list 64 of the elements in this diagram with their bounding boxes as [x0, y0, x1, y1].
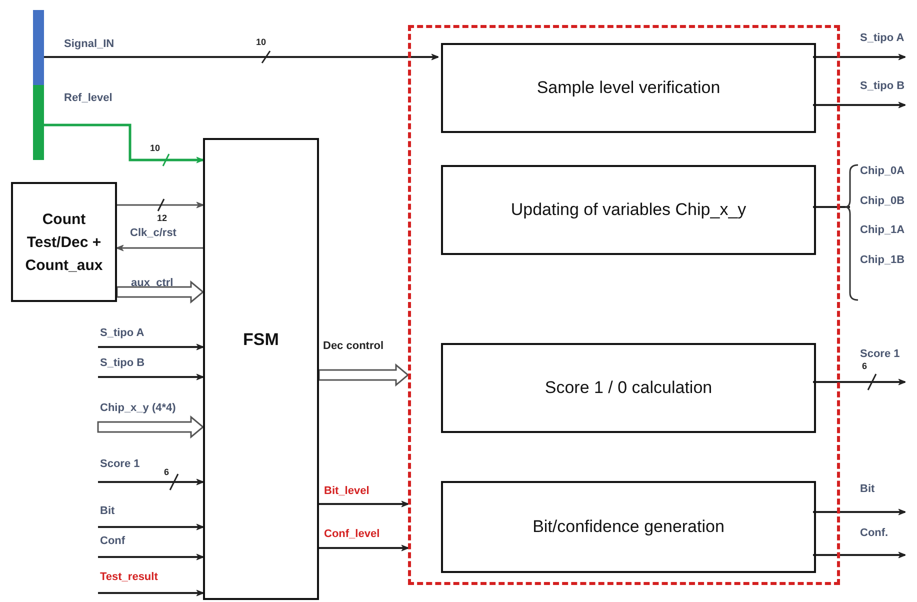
- signal-name: Chip_0B: [860, 195, 905, 208]
- arrow: [98, 478, 204, 486]
- process-block: [441, 481, 816, 573]
- arrow: [319, 500, 410, 508]
- block-label: FSM: [243, 330, 279, 350]
- bus-width-label: 6: [164, 466, 170, 479]
- arrow: [116, 244, 203, 252]
- arrow: [813, 378, 906, 386]
- arrow: [318, 363, 410, 387]
- reference-bar: [33, 85, 44, 160]
- bus-width-label: 10: [256, 36, 266, 49]
- edge-label: Clk_c/rst: [130, 227, 176, 240]
- bus-width-label: 6: [862, 360, 868, 373]
- edge-label: Bit: [860, 483, 875, 496]
- arrow: [98, 554, 204, 560]
- dashed-group-frame: [408, 25, 840, 585]
- signal-name: Chip_0A: [860, 165, 905, 178]
- arrow: [117, 202, 204, 208]
- edge-label: Signal_IN: [64, 38, 114, 51]
- signal-name: Chip_1B: [860, 254, 905, 267]
- arrow: [319, 544, 410, 552]
- arrow: [116, 280, 204, 304]
- arrow: [98, 524, 204, 530]
- edge-label: Ref_level: [64, 92, 112, 105]
- bus-width-label: 10: [150, 142, 160, 155]
- block-label: Score 1 / 0 calculation: [544, 378, 712, 398]
- arrow: [44, 124, 204, 164]
- block-label: Updating of variables Chip_x_y: [510, 200, 746, 220]
- arrow: [813, 54, 906, 60]
- fsm-block: [203, 138, 319, 600]
- block-label: Count Test/Dec + Count_aux: [24, 210, 104, 276]
- edge-label: Score 1: [100, 458, 140, 471]
- arrow: [98, 374, 204, 380]
- process-block: [441, 343, 816, 433]
- arrow: [98, 344, 204, 350]
- edge-label: Conf_level: [324, 528, 380, 541]
- arrow: [44, 54, 440, 60]
- edge-label: Bit_level: [324, 485, 370, 498]
- edge-label: S_tipo B: [860, 80, 905, 93]
- edge-label: Bit: [100, 505, 115, 518]
- signal-name: Chip_1A: [860, 224, 905, 237]
- edge-label: S_tipo A: [860, 32, 904, 45]
- edge-label: Dec control: [323, 340, 384, 353]
- counter-block: [11, 182, 117, 302]
- arrow: [813, 102, 906, 108]
- bus-width-label: 12: [157, 212, 168, 225]
- edge-label: Score 1: [860, 348, 900, 361]
- edge-label: aux_ctrl: [131, 277, 174, 290]
- process-block: [441, 43, 816, 133]
- edge-label: Chip_x_y (4*4): [100, 402, 176, 415]
- arrow: [97, 415, 204, 439]
- arrow: [813, 552, 906, 558]
- connector-line: [813, 206, 850, 208]
- edge-label: Test_result: [100, 571, 158, 584]
- block-label: Bit/confidence generation: [532, 517, 724, 537]
- signal-bar: [33, 10, 44, 85]
- edge-label: S_tipo A: [100, 327, 144, 340]
- edge-label: Conf: [100, 535, 126, 548]
- edge-label: S_tipo B: [100, 357, 145, 370]
- arrow: [98, 590, 204, 596]
- arrow: [813, 508, 906, 516]
- edge-label: Conf.: [860, 527, 888, 540]
- process-block: [441, 165, 816, 255]
- block-label: Sample level verification: [536, 78, 720, 98]
